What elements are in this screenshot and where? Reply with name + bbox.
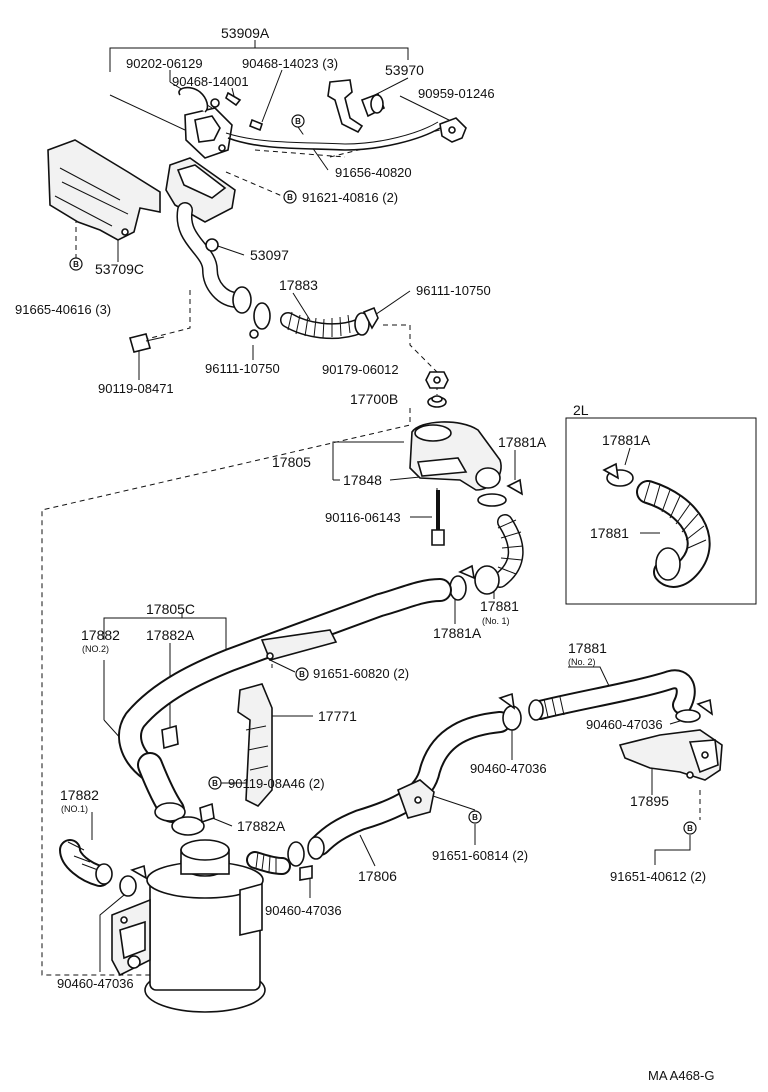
- label-17805: 17805: [272, 454, 311, 470]
- diagram-code: MA A468-G: [648, 1068, 714, 1083]
- air-pipe-17805C: [118, 578, 452, 782]
- label-17881A-top: 17881A: [498, 434, 547, 450]
- label-90460-47036-right: 90460-47036: [586, 717, 663, 732]
- svg-text:B: B: [73, 260, 79, 269]
- label-91651-60814: 91651-60814 (2): [432, 848, 528, 863]
- nut-90179-06012: [425, 371, 449, 389]
- label-17895: 17895: [630, 793, 669, 809]
- label-90468-14023: 90468-14023 (3): [242, 56, 338, 71]
- label-90119-08471: 90119-08471: [98, 381, 174, 396]
- inset-2l: 2L: [565, 402, 757, 605]
- label-17882-no1: 17882: [60, 787, 99, 803]
- label-53097: 53097: [250, 247, 289, 263]
- air-inlet-connector: [165, 157, 252, 314]
- air-inlet-17805: [409, 421, 502, 491]
- callout-badges: B B B B B B B: [69, 114, 697, 835]
- hose-17881-no2: [498, 669, 714, 731]
- svg-text:B: B: [295, 117, 301, 126]
- grommet-17700B: [427, 395, 447, 408]
- vacuum-valve-assembly: [178, 86, 441, 159]
- dashed-lines: [41, 129, 701, 976]
- air-cleaner: [111, 839, 266, 1013]
- label-17805C: 17805C: [146, 601, 195, 617]
- label-17882-no2: 17882: [81, 627, 120, 643]
- callout-badge: B: [208, 776, 222, 790]
- part-labels: 53909A 90202-06129 90468-14023 (3) 90468…: [15, 25, 714, 1083]
- label-17881-no1-sub: (No. 1): [482, 616, 510, 626]
- label-53909A: 53909A: [221, 25, 270, 41]
- label-53709C: 53709C: [95, 261, 144, 277]
- label-17882-no2-sub: (NO.2): [82, 644, 109, 654]
- label-91651-40612: 91651-40612 (2): [610, 869, 706, 884]
- inset-label-17881: 17881: [590, 525, 629, 541]
- label-91665-40616: 91665-40616 (3): [15, 302, 111, 317]
- callout-badge: B: [683, 821, 697, 835]
- callout-badge: B: [283, 190, 297, 204]
- inset-title: 2L: [573, 402, 589, 418]
- label-91651-60820: 91651-60820 (2): [313, 666, 409, 681]
- label-17881-no2-sub: (No. 2): [568, 657, 596, 667]
- label-17771: 17771: [318, 708, 357, 724]
- label-17882A-bottom: 17882A: [237, 818, 286, 834]
- callout-badge: B: [291, 114, 305, 128]
- label-90460-47036-mid: 90460-47036: [470, 761, 547, 776]
- label-90460-47036-bottom: 90460-47036: [57, 976, 134, 991]
- label-17848: 17848: [343, 472, 382, 488]
- label-90460-47036-center: 90460-47036: [265, 903, 342, 918]
- label-17881A-bottom: 17881A: [433, 625, 482, 641]
- label-96111-10750-right: 96111-10750: [416, 283, 491, 298]
- callout-badge: B: [69, 257, 83, 271]
- bolt-90119-08471: [129, 333, 165, 353]
- label-17881-no1: 17881: [480, 598, 519, 614]
- label-90959-01246: 90959-01246: [418, 86, 495, 101]
- callout-badge: B: [295, 667, 309, 681]
- label-17700B: 17700B: [350, 391, 398, 407]
- stud-bolt-90116-06143: [431, 490, 445, 546]
- hose-clamp-center: [246, 841, 313, 881]
- hose-17882-no2: [137, 724, 186, 823]
- air-pipe-17806: [307, 711, 511, 860]
- label-91621-40816: 91621-40816 (2): [302, 190, 398, 205]
- label-96111-10750-left: 96111-10750: [205, 361, 280, 376]
- svg-text:B: B: [299, 670, 305, 679]
- label-17883: 17883: [279, 277, 318, 293]
- label-90468-14001: 90468-14001: [172, 74, 249, 89]
- label-90116-06143: 90116-06143: [325, 510, 401, 525]
- inset-frame: [565, 417, 757, 605]
- label-90119-08A46: 90119-08A46 (2): [228, 776, 325, 791]
- clamp-90959-01246: [439, 117, 467, 143]
- svg-text:B: B: [212, 779, 218, 788]
- svg-text:B: B: [287, 193, 293, 202]
- hose-17881-no1: [449, 478, 524, 601]
- label-91656-40820: 91656-40820: [335, 165, 412, 180]
- label-90202-06129: 90202-06129: [126, 56, 203, 71]
- callout-badge: B: [468, 810, 482, 824]
- label-17882-no1-sub: (NO.1): [61, 804, 88, 814]
- hose-17882-no1: [59, 839, 148, 897]
- label-90179-06012: 90179-06012: [322, 362, 399, 377]
- bracket-53970: [327, 79, 386, 134]
- svg-text:B: B: [687, 824, 693, 833]
- svg-text:B: B: [472, 813, 478, 822]
- label-17806: 17806: [358, 868, 397, 884]
- bracket-17771: [237, 683, 273, 807]
- hose-17883: [249, 302, 379, 340]
- label-53970: 53970: [385, 62, 424, 78]
- inset-label-17881A: 17881A: [602, 432, 651, 448]
- label-17882A-top: 17882A: [146, 627, 195, 643]
- clamp-17882A-bottom: [171, 802, 215, 836]
- label-17881-no2: 17881: [568, 640, 607, 656]
- bracket-17895: [618, 729, 723, 781]
- heat-insulator-53709C: [47, 139, 161, 241]
